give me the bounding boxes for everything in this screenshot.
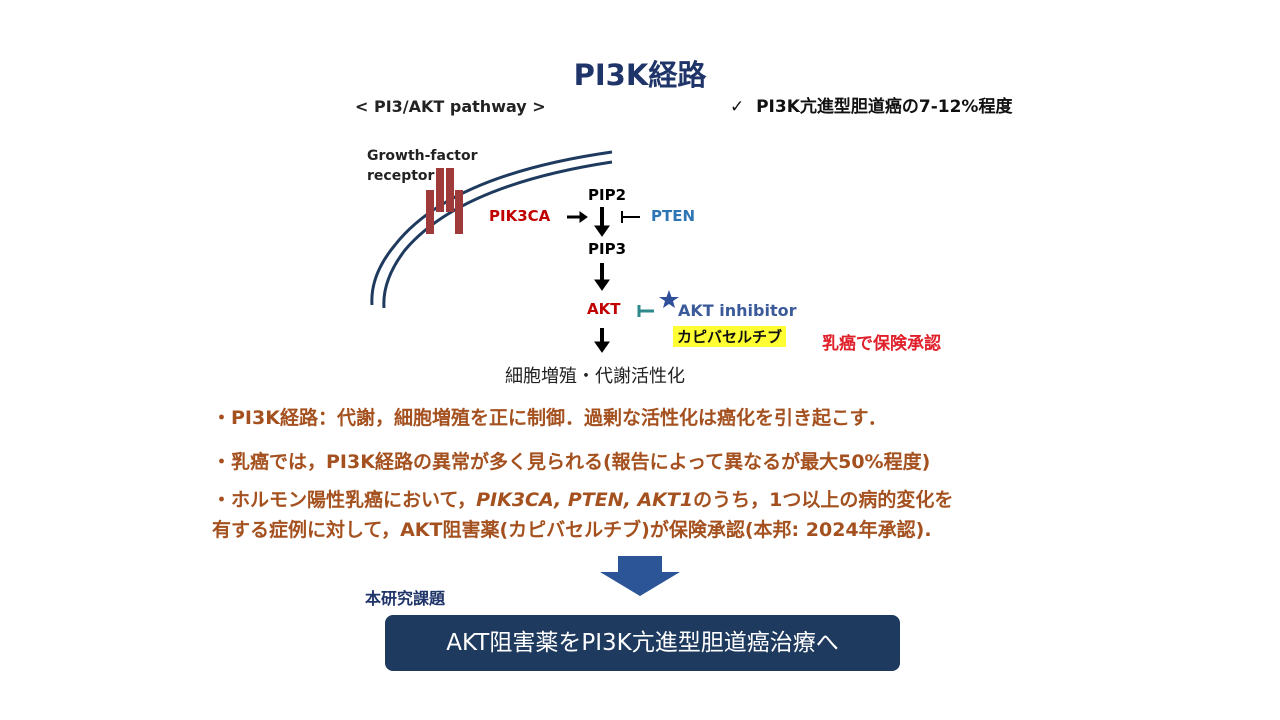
approval-label: 乳癌で保険承認 [822,334,941,354]
pten-label: PTEN [651,207,696,225]
check-icon: ✓ [730,97,745,117]
pip3-label: PIP3 [588,240,627,258]
pip2-label: PIP2 [588,186,627,204]
pik3ca-label: PIK3CA [489,207,551,225]
akt-inhibitor-label: AKT inhibitor [678,301,797,320]
outcome-label: 細胞増殖・代謝活性化 [505,366,685,387]
down-arrow-icon [600,556,680,596]
prevalence-note: ✓ PI3K亢進型胆道癌の7-12%程度 [730,92,1012,117]
star-icon [659,290,679,308]
receptor-icon [426,168,463,234]
drug-label: カピバセルチブ [673,326,787,347]
bullet-2: ・乳癌では，PI3K経路の異常が多く見られる(報告によって異なるが最大50%程度… [212,451,931,473]
diagram-subtitle: < PI3/AKT pathway > [355,97,546,116]
bullet-1: ・PI3K経路：代謝，細胞増殖を正に制御．過剰な活性化は癌化を引き起こす． [212,407,887,429]
note-text: PI3K亢進型胆道癌の7-12%程度 [756,97,1013,117]
goal-box: AKT阻害薬をPI3K亢進型胆道癌治療へ [385,615,900,671]
akt-label: AKT [587,300,621,318]
research-label: 本研究課題 [365,589,446,608]
arrows [567,207,640,353]
inhibit-arrow [637,305,654,317]
cell-membrane [370,150,613,309]
bullet-3: ・ホルモン陽性乳癌において，PIK3CA, PTEN, AKT1のうち，1つ以上… [212,489,954,541]
slide-title: PI3K経路 [573,58,707,92]
